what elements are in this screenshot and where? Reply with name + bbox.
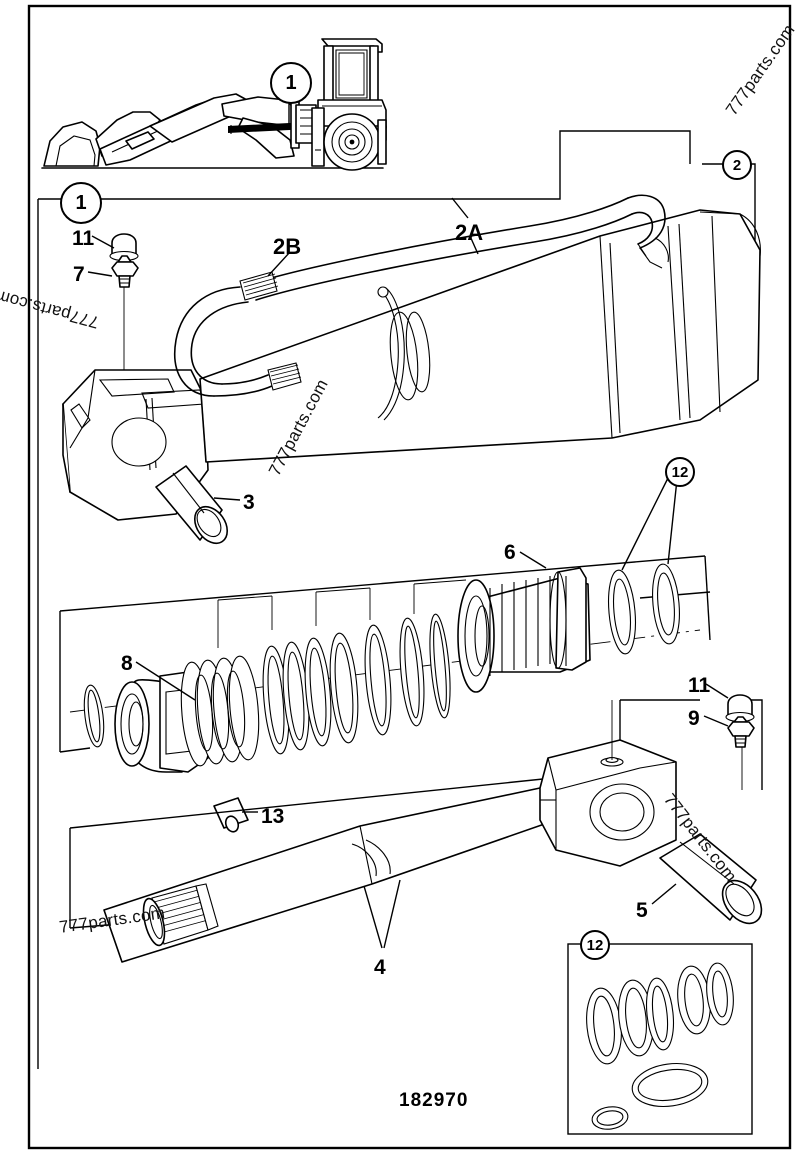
callout-12-seal-kit-lower[interactable]: 12	[580, 930, 610, 960]
callout-1-machine[interactable]: 1	[270, 62, 312, 104]
callout-label: 12	[671, 463, 689, 481]
callout-label: 2	[732, 156, 742, 174]
callout-label: 1	[75, 191, 87, 214]
item-label-2a: 2A	[455, 220, 484, 245]
item-label-2b: 2B	[273, 234, 302, 259]
seal-kit-inset	[567, 943, 753, 1135]
callout-1-assembly[interactable]: 1	[60, 182, 102, 224]
item-label-7: 7	[73, 263, 85, 286]
drawing-number: 182970	[399, 1090, 469, 1111]
callout-12-seal-kit-upper[interactable]: 12	[665, 457, 695, 487]
page-frame	[27, 4, 792, 1150]
item-label-6: 6	[504, 541, 516, 564]
leader-lines	[87, 197, 729, 949]
item-label-9: 9	[688, 707, 700, 730]
item-label-5: 5	[636, 899, 648, 922]
piston-seal-group	[59, 555, 711, 833]
callout-2-hoses[interactable]: 2	[722, 150, 752, 180]
rod-assembly-lower	[69, 694, 763, 963]
machine-illustration	[41, 38, 387, 171]
item-label-11-right: 11	[688, 674, 711, 697]
item-label-8: 8	[121, 652, 133, 675]
item-label-4: 4	[374, 956, 386, 979]
callout-label: 1	[285, 71, 297, 94]
cylinder-assembly-upper	[62, 194, 761, 545]
callout-label: 12	[586, 936, 604, 954]
item-label-13: 13	[261, 805, 285, 828]
item-label-11-top: 11	[72, 227, 95, 250]
item-label-3: 3	[243, 491, 255, 514]
